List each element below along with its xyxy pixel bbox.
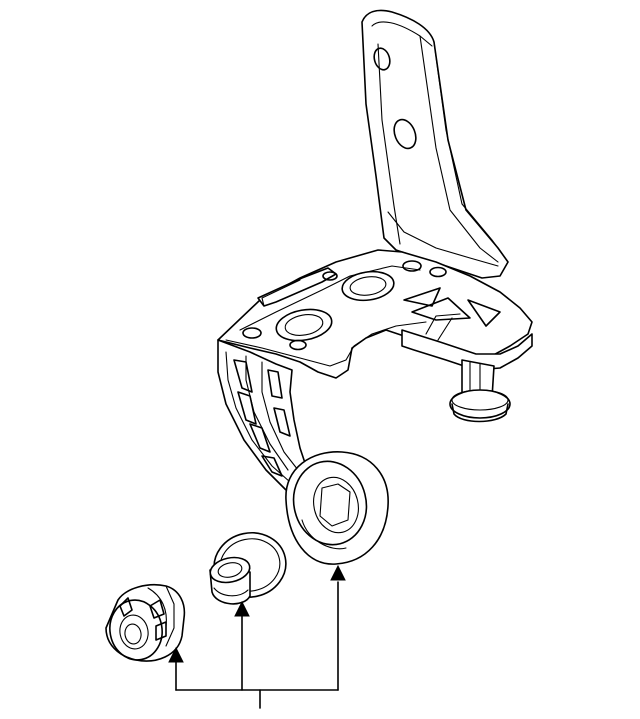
arrow-head-small-bushing xyxy=(234,600,250,617)
mount-bushing-small xyxy=(209,532,287,605)
mount-bolt xyxy=(449,359,511,423)
mount-bushing-large xyxy=(105,584,186,662)
arrow-head-bracket xyxy=(330,564,346,581)
arrow-head-large-bushing xyxy=(168,646,184,663)
engine-mount-bracket xyxy=(217,9,533,565)
callout-arrows xyxy=(168,564,346,709)
